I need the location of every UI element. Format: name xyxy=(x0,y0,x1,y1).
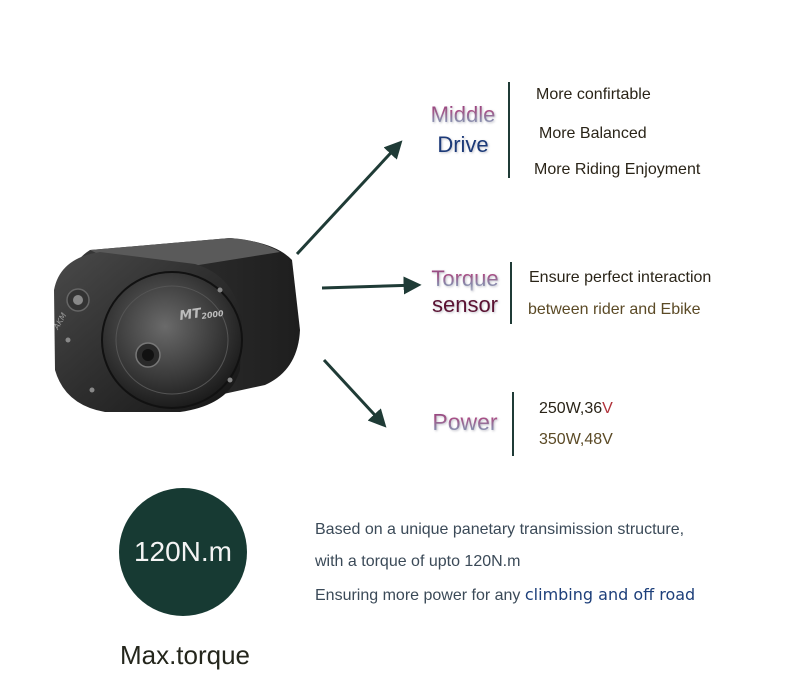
middle-drive-item-3: More Riding Enjoyment xyxy=(534,161,701,178)
power-divider xyxy=(512,392,514,456)
torque-sensor-title: Torque sensor xyxy=(420,266,510,319)
description-line-3: Ensuring more power for any climbing and… xyxy=(315,585,695,605)
description-line-3-highlight: climbing and off road xyxy=(524,585,696,604)
power-item-1-suffix: V xyxy=(602,400,613,417)
middle-drive-divider xyxy=(508,82,510,178)
torque-sensor-item-2: between rider and Ebike xyxy=(528,301,701,318)
power-item-2: 350W,48V xyxy=(539,431,613,448)
arrow-power xyxy=(322,358,387,428)
torque-sensor-divider xyxy=(510,262,512,324)
middle-drive-title: Middle Drive xyxy=(418,102,508,159)
torque-sensor-item-1: Ensure perfect interaction xyxy=(529,269,712,286)
torque-value: 120N.m xyxy=(133,536,233,567)
middle-drive-title-line1: Middle xyxy=(418,102,508,128)
middle-drive-title-line2: Drive xyxy=(437,132,489,158)
motor-image: MT2000 AKM xyxy=(51,238,300,412)
torque-caption: Max.torque xyxy=(119,640,251,670)
power-item-1: 250W,36V xyxy=(539,400,613,418)
torque-sensor-title-line2: sensor xyxy=(431,292,499,318)
torque-sensor-title-line1: Torque xyxy=(420,266,510,292)
description-line-1: Based on a unique panetary transimission… xyxy=(315,521,685,538)
middle-drive-item-2: More Balanced xyxy=(539,125,647,142)
motor-model-label: MT2000 xyxy=(178,303,224,324)
description-line-2: with a torque of upto 120N.m xyxy=(315,553,521,570)
description-line-3-prefix: Ensuring more power for any xyxy=(315,587,525,604)
torque-circle: 120N.m xyxy=(119,488,247,616)
power-title: Power xyxy=(420,409,510,437)
power-item-1-text: 250W,36 xyxy=(539,400,603,417)
arrow-torque-sensor xyxy=(321,276,422,295)
middle-drive-item-1: More confirtable xyxy=(536,86,651,103)
